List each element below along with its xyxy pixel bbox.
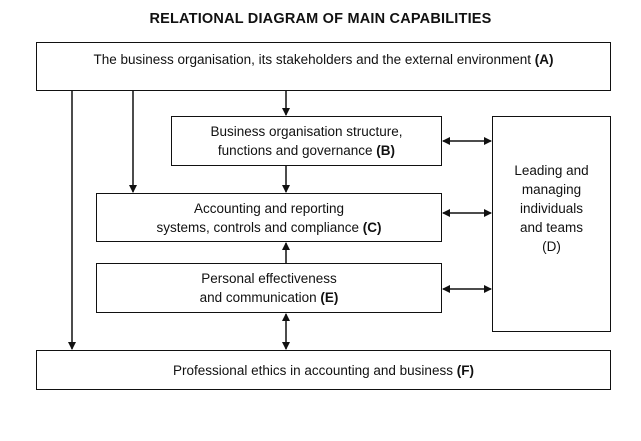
node-f-label: Professional ethics in accounting and bu… [173,362,474,378]
node-b-organisation-structure: Business organisation structure, functio… [171,116,442,166]
node-b-line2: functions and governance (B) [217,143,396,158]
node-e-line1: Personal effectiveness [201,271,337,286]
node-d-line4: and teams [519,220,584,235]
node-c-line1: Accounting and reporting [193,200,345,216]
node-d-tag: (D) [542,239,561,254]
node-e-personal-effectiveness: Personal effectiveness and communication… [96,263,442,313]
node-c-accounting-reporting: Accounting and reporting systems, contro… [96,193,442,242]
node-d-line3: individuals [519,201,584,216]
node-f-tag: (F) [456,362,474,378]
node-d-line1: Leading and [514,163,589,178]
node-a-tag: (A) [534,52,554,67]
node-b-line1: Business organisation structure, [210,124,403,139]
node-f-professional-ethics: Professional ethics in accounting and bu… [36,350,611,390]
node-e-tag: (E) [320,290,339,305]
node-d-leading-managing: Leading and managing individuals and tea… [492,116,611,332]
node-e-line2: and communication (E) [199,290,339,305]
node-d-line2: managing [521,182,582,197]
node-a-business-organisation: The business organisation, its stakehold… [36,42,611,91]
node-c-line2: systems, controls and compliance (C) [156,219,382,235]
diagram-title: RELATIONAL DIAGRAM OF MAIN CAPABILITIES [149,11,492,27]
node-c-tag: (C) [362,219,382,235]
node-b-tag: (B) [376,143,396,158]
node-a-label: The business organisation, its stakehold… [93,52,554,67]
